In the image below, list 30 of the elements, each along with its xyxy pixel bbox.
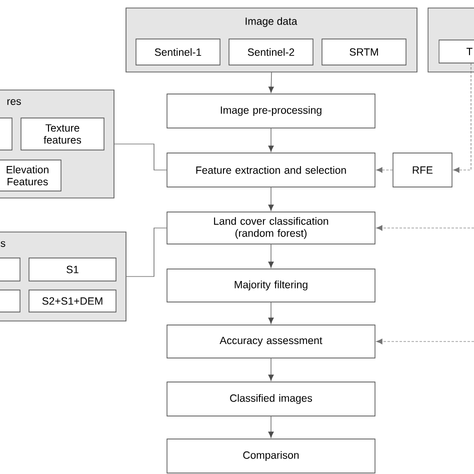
process-box: Image pre-processing	[166, 94, 376, 128]
process-box: SRTM	[322, 38, 406, 66]
process-box: RFE	[392, 152, 452, 188]
process-box: Majority filtering	[166, 268, 376, 302]
process-box: Sentinel-2	[228, 38, 314, 66]
process-box: Accuracy assessment	[166, 324, 376, 358]
process-box: Texture features	[20, 118, 104, 150]
arrow	[268, 302, 274, 324]
arrow	[376, 338, 474, 344]
process-box: Classified images	[166, 382, 376, 416]
empty-box	[0, 258, 20, 282]
process-box: Comparison	[166, 438, 376, 474]
process-box: S2+S1+DEM	[28, 290, 116, 312]
arrow	[268, 416, 274, 438]
arrow	[268, 187, 274, 211]
process-box: T	[438, 40, 474, 64]
empty-box	[0, 118, 12, 150]
process-box: Land cover classification (random forest)	[166, 212, 376, 244]
arrow	[268, 128, 274, 152]
process-box: Feature extraction and selection	[166, 152, 376, 188]
process-box: Sentinel-1	[136, 38, 220, 66]
arrow	[453, 62, 472, 173]
arrow	[268, 358, 274, 381]
arrow	[376, 225, 474, 231]
arrow	[376, 167, 393, 173]
arrow	[268, 72, 274, 93]
process-box: S1	[28, 258, 116, 282]
empty-box	[0, 290, 20, 312]
arrow	[268, 244, 274, 268]
process-box: Elevation Features	[0, 160, 62, 192]
